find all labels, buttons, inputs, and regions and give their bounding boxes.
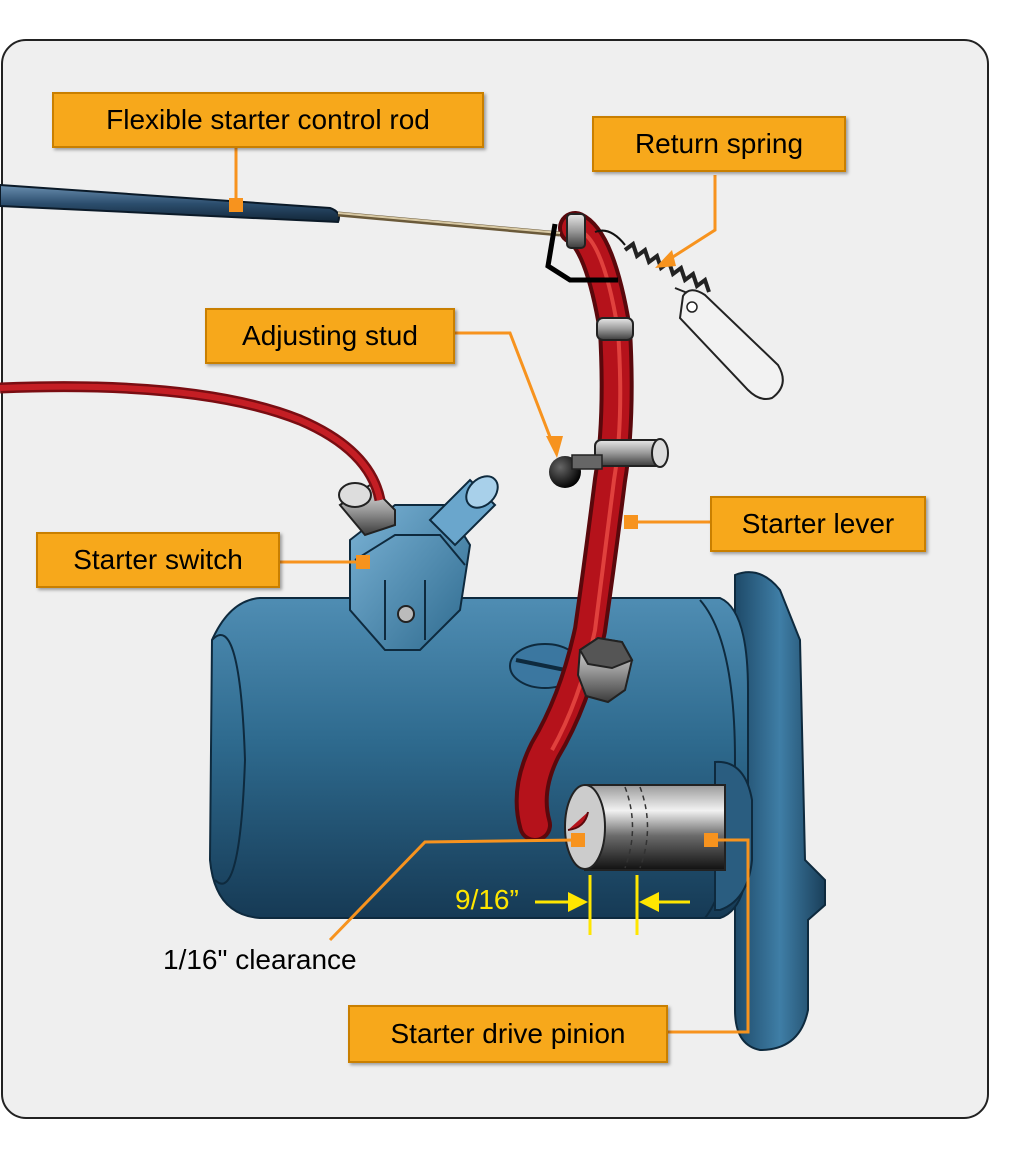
dimension-marker	[535, 875, 690, 935]
control-rod	[0, 183, 618, 283]
leader-lines	[234, 148, 750, 1034]
label-starter-switch: Starter switch	[36, 532, 280, 588]
label-return-spring: Return spring	[592, 116, 846, 172]
label-dimension: 9/16”	[455, 884, 519, 915]
leader-dots	[229, 198, 718, 847]
label-clearance: 1/16" clearance	[163, 944, 357, 975]
label-starter-drive-pinion: Starter drive pinion	[348, 1005, 668, 1063]
label-flexible-starter-control-rod: Flexible starter control rod	[52, 92, 484, 148]
motor-flange	[734, 571, 826, 1052]
label-adjusting-stud: Adjusting stud	[205, 308, 455, 364]
spring-anchor-tab	[678, 289, 784, 400]
starter-drive-pinion	[564, 784, 726, 871]
leader-arrowheads	[546, 250, 676, 458]
lever-hardware	[576, 317, 669, 704]
label-starter-lever: Starter lever	[710, 496, 926, 552]
